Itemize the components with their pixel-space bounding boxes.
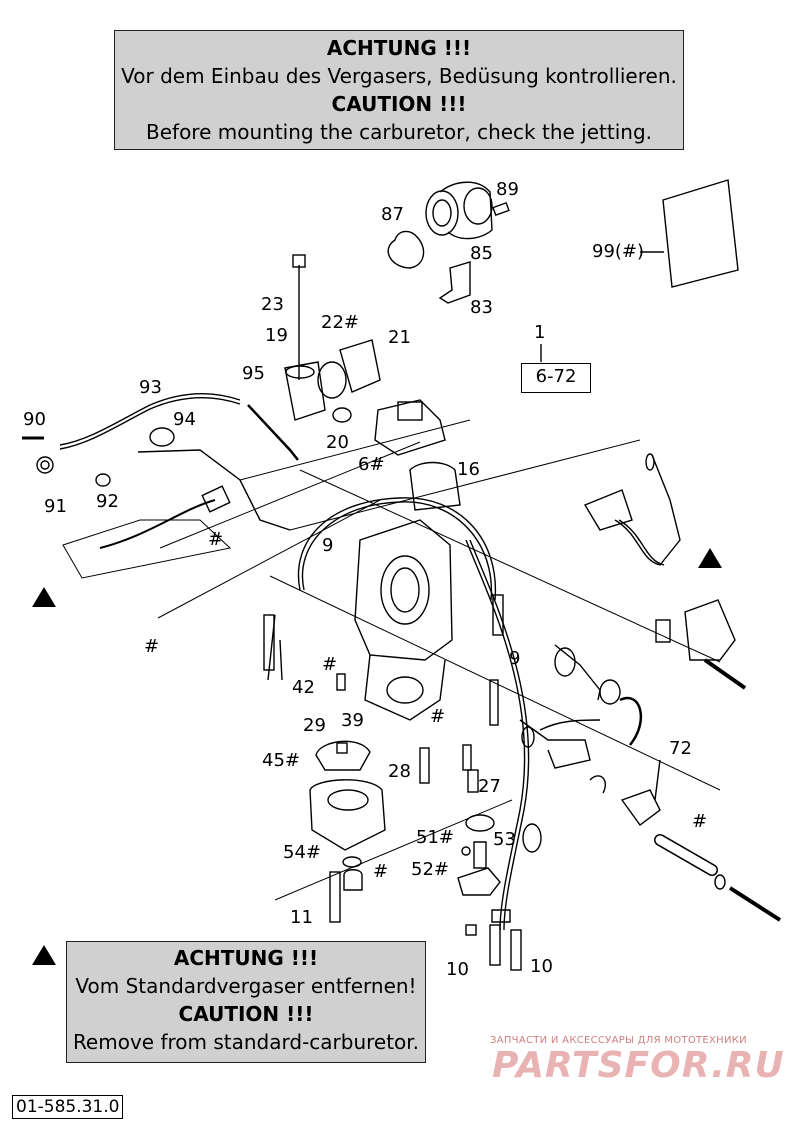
part-label: 9 (322, 535, 334, 556)
part-label: 28 (388, 761, 411, 782)
part-label: 51# (416, 827, 454, 848)
part-label: 20 (326, 432, 349, 453)
warning-triangle (32, 587, 56, 607)
part-label: # (322, 654, 338, 675)
part-label: 10 (446, 959, 469, 980)
part-label: 22# (321, 312, 359, 333)
gasket-45 (315, 740, 371, 771)
part-label: 87 (381, 204, 404, 225)
o-ring-87 (387, 230, 425, 269)
watermark-tagline: ЗАПЧАСТИ И АКСЕССУАРЫ ДЛЯ МОТОТЕХНИКИ (490, 1035, 747, 1046)
assembly-box-6-72: 6-72 (521, 363, 591, 393)
part-label: # (208, 529, 224, 550)
cover-21 (339, 339, 381, 393)
part-label: 10 (530, 956, 553, 977)
part-label: 53 (493, 829, 516, 850)
part-label: 6# (358, 454, 385, 475)
carburetor-body (354, 519, 453, 721)
warning-triangle (698, 548, 722, 568)
part-label: 89 (496, 179, 519, 200)
notice-top: ACHTUNG !!! Vor dem Einbau des Vergasers… (114, 30, 684, 150)
o-ring-22 (317, 361, 347, 399)
part-label: 93 (139, 377, 162, 398)
bracket-83 (438, 261, 471, 304)
notice-top-text-de: Vor dem Einbau des Vergasers, Bedüsung k… (121, 64, 677, 88)
notice-top-heading-en: CAUTION !!! (331, 92, 467, 116)
part-label: 45# (262, 750, 300, 771)
part-label: 72 (669, 738, 692, 759)
part-label: 52# (411, 859, 449, 880)
notice-top-text-en: Before mounting the carburetor, check th… (146, 120, 652, 144)
part-label: 54# (283, 842, 321, 863)
intake-boot (425, 181, 493, 240)
document-number: 01-585.31.0 (12, 1095, 124, 1119)
part-label: 16 (457, 459, 480, 480)
notice-bottom-text-en: Remove from standard-carburetor. (72, 1030, 420, 1054)
part-label: # (144, 636, 160, 657)
part-label: # (373, 861, 389, 882)
choke-assembly (583, 489, 633, 531)
part-label: 99(#) (592, 241, 645, 262)
part-label: 90 (23, 409, 46, 430)
notice-bottom: ACHTUNG !!! Vom Standardvergaser entfern… (66, 941, 426, 1063)
part-label: 27 (478, 776, 501, 797)
slide-19 (284, 361, 326, 421)
cover-6 (374, 399, 446, 456)
part-label: 6-72 (535, 366, 577, 387)
part-label: 83 (470, 297, 493, 318)
part-label: 42 (292, 677, 315, 698)
notice-bottom-heading-en: CAUTION !!! (178, 1002, 314, 1026)
warning-triangle (32, 945, 56, 965)
bracket-72 (620, 789, 661, 826)
notice-bottom-text-de: Vom Standardvergaser entfernen! (75, 974, 417, 998)
part-label: 85 (470, 243, 493, 264)
part-label: 9 (509, 648, 521, 669)
float-bowl (309, 779, 386, 851)
part-label: 1 (534, 322, 546, 343)
clamp-16 (409, 461, 461, 511)
part-label: 23 (261, 294, 284, 315)
watermark-logo: PARTSFOR.RU (492, 1045, 785, 1086)
part-label: 39 (341, 710, 364, 731)
part-label: 21 (388, 327, 411, 348)
part-label: # (430, 706, 446, 727)
part-label: 11 (290, 907, 313, 928)
part-label: 95 (242, 363, 265, 384)
linkage-plate (684, 599, 736, 661)
gasket-sheet (662, 179, 739, 288)
part-label: 92 (96, 491, 119, 512)
part-label: 91 (44, 496, 67, 517)
part-label: 29 (303, 715, 326, 736)
screw-89 (492, 201, 510, 217)
notice-top-heading-de: ACHTUNG !!! (326, 36, 472, 60)
notice-bottom-heading-de: ACHTUNG !!! (173, 946, 319, 970)
part-label: # (692, 811, 708, 832)
part-label: 94 (173, 409, 196, 430)
part-label: 19 (265, 325, 288, 346)
cover-52 (457, 867, 501, 896)
